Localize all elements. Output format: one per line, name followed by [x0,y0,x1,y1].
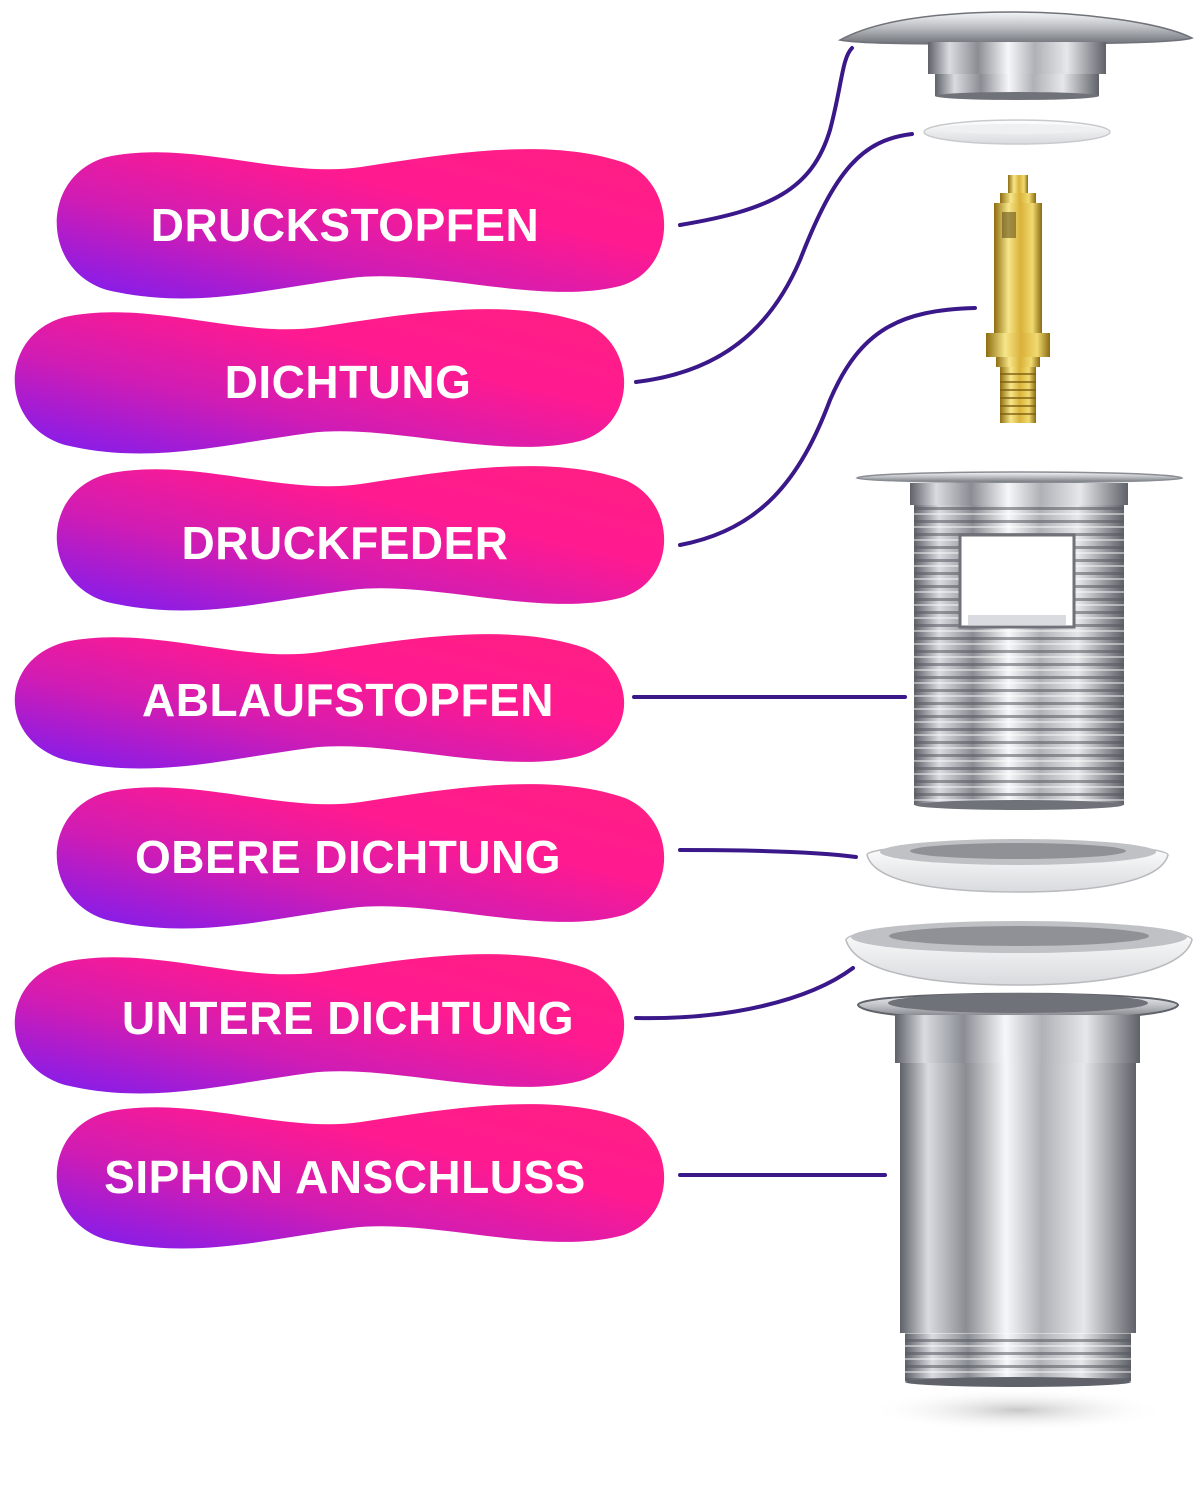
label-blob [14,309,625,454]
spring-cartridge-icon [986,175,1050,423]
siphon-connector-icon [856,992,1180,1432]
label-druckstopfen: DRUCKSTOPFEN [56,149,665,299]
connector-line-druckstopfen [678,46,854,227]
connector-line-obere-dichtung [678,848,858,859]
label-text-obere-dichtung: OBERE DICHTUNG [135,831,561,883]
label-blob [56,466,665,611]
label-untere-dichtung: UNTERE DICHTUNG [14,954,625,1094]
label-text-dichtung: DICHTUNG [225,356,472,408]
label-text-siphon-anschluss: SIPHON ANSCHLUSS [104,1151,586,1203]
connector-line-untere-dichtung [634,966,855,1021]
connector-line-dichtung [634,132,914,384]
label-ablaufstopfen: ABLAUFSTOPFEN [14,634,625,769]
label-text-druckstopfen: DRUCKSTOPFEN [151,199,540,251]
push-stopper-cap-icon [837,11,1194,100]
label-blob [14,634,625,769]
label-blob [56,784,665,929]
label-text-ablaufstopfen: ABLAUFSTOPFEN [142,674,554,726]
label-druckfeder: DRUCKFEDER [56,466,665,611]
label-blob [14,954,625,1094]
label-blob [56,149,665,299]
label-obere-dichtung: OBERE DICHTUNG [56,784,665,929]
label-blob [56,1104,665,1249]
label-dichtung: DICHTUNG [14,309,625,454]
connector-line-druckfeder [678,306,977,547]
label-siphon-anschluss: SIPHON ANSCHLUSS [56,1104,665,1249]
lower-gasket-icon [845,921,1193,986]
threaded-drain-body-icon [855,471,1184,810]
seal-ring-icon [923,119,1111,145]
upper-gasket-icon [866,839,1169,893]
label-text-druckfeder: DRUCKFEDER [182,517,509,569]
label-text-untere-dichtung: UNTERE DICHTUNG [122,992,574,1044]
